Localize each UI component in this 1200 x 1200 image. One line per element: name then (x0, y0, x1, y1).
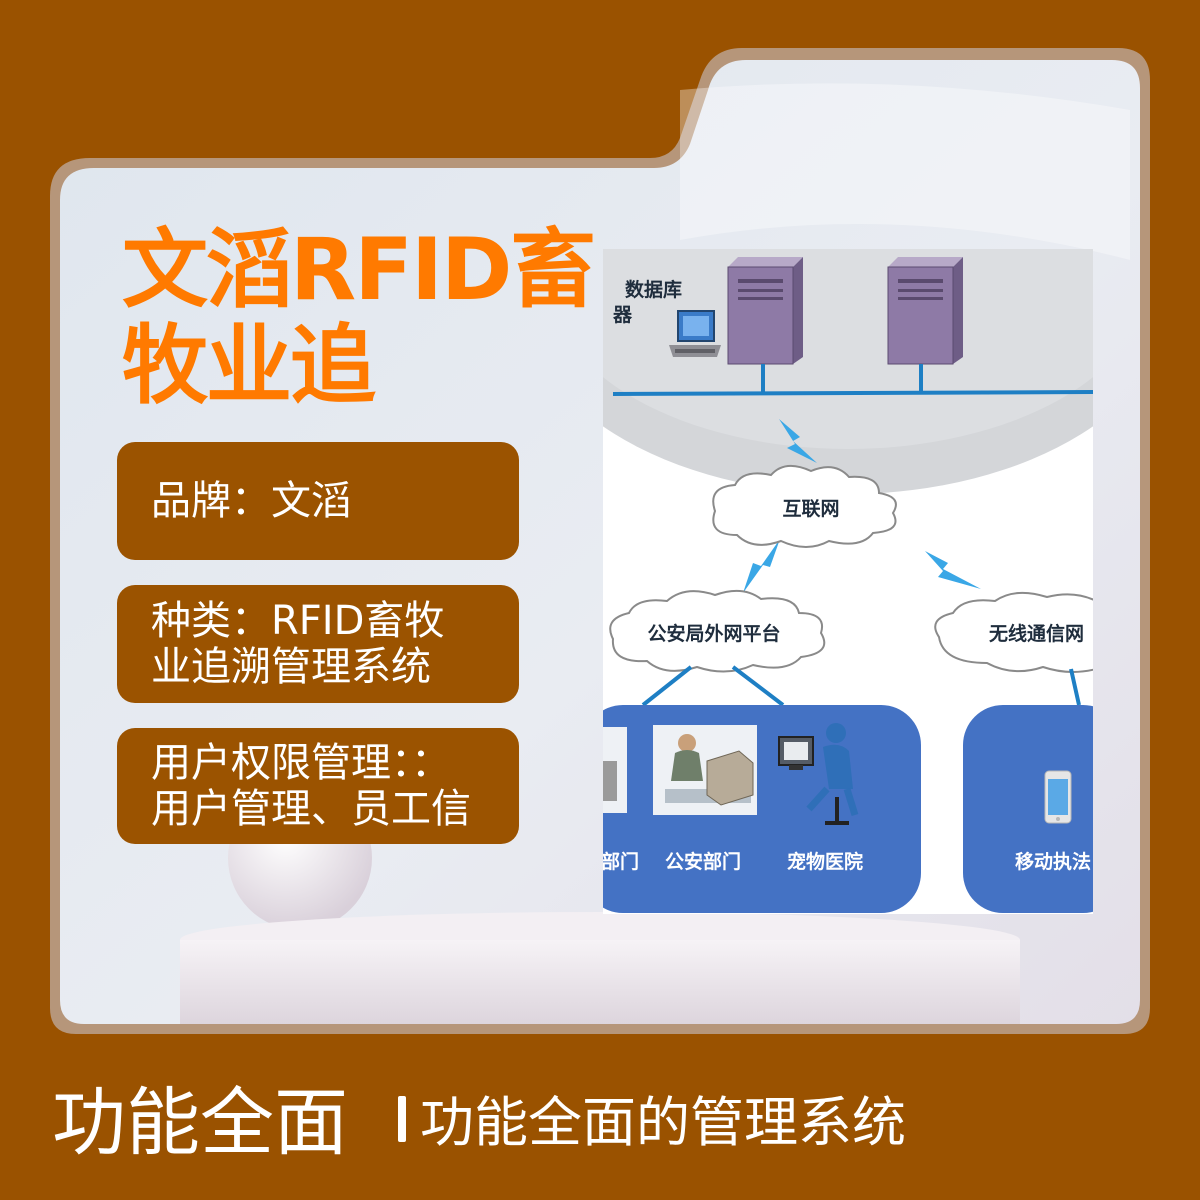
server-label-line-1: 数据库 (625, 278, 682, 301)
server-label-line-2: 器 (612, 304, 633, 326)
internet-label: 互联网 (782, 498, 839, 520)
cloud-icon (712, 464, 897, 548)
mobile-panel (963, 705, 1093, 913)
office-worker-icon (653, 725, 757, 815)
footer-subtitle: 功能全面的管理系统 (420, 1091, 906, 1154)
product-title-line-1: 文滔RFID畜 (122, 220, 596, 320)
attribute-type: 种类：RFID畜牧 业追溯管理系统 (117, 585, 519, 703)
footer-title: 功能全面 (52, 1080, 348, 1166)
wireless-network-label: 无线通信网 (989, 622, 1084, 645)
pet-hospital-label: 宠物医院 (787, 850, 863, 873)
attribute-type-line-1: 种类：RFID畜牧 (151, 598, 445, 644)
police-network-label: 公安局外网平台 (647, 622, 780, 645)
attribute-permissions: 用户权限管理：： 用户管理、员工信 (117, 728, 519, 844)
product-title-line-2: 牧业追 (122, 316, 376, 416)
attribute-brand: 品牌：文滔 (117, 442, 519, 560)
desktop-computer-icon (669, 310, 721, 357)
lightning-link-icon (743, 539, 780, 593)
product-title: 文滔RFID畜 牧业追 (122, 222, 602, 414)
server-tower-icon (727, 257, 803, 365)
attribute-type-line-2: 业追溯管理系统 (151, 644, 431, 690)
office-worker-icon (778, 723, 859, 825)
dept-partial-label: 部门 (603, 850, 639, 873)
attribute-permissions-line-1: 用户权限管理：： (151, 740, 451, 786)
lightning-link-icon (925, 551, 981, 589)
attribute-permissions-line-2: 用户管理、员工信 (151, 786, 471, 832)
lan-bus (612, 390, 1093, 396)
footer-divider (398, 1096, 406, 1142)
podium-body (180, 940, 1020, 1024)
card-glow (680, 83, 1130, 260)
lightning-link-icon (779, 419, 817, 463)
department-panel (603, 705, 921, 913)
smartphone-icon (1044, 770, 1072, 824)
system-architecture-diagram: 数据库 器 (603, 249, 1093, 914)
police-dept-label: 公安部门 (665, 850, 741, 873)
mobile-enforcement-label: 移动执法 (1015, 850, 1091, 873)
attribute-brand-text: 品牌：文滔 (151, 478, 351, 524)
server-tower-icon (887, 257, 963, 365)
cloud-icon (934, 591, 1093, 673)
